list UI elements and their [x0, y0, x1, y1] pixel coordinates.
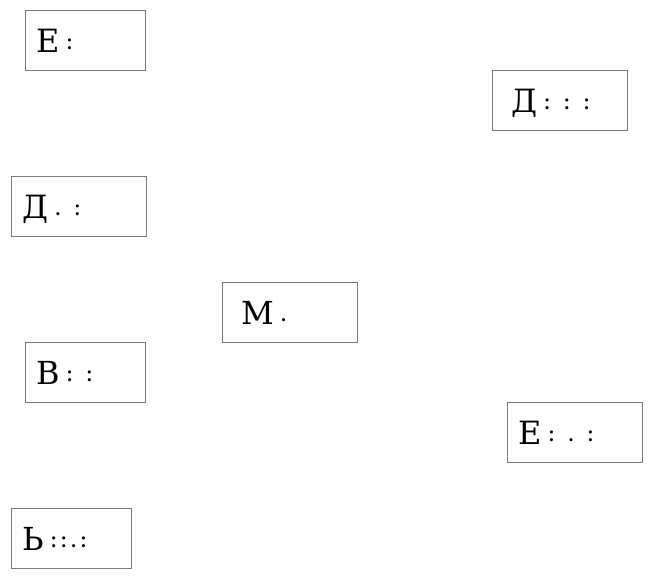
card-marks: . : [54, 192, 84, 221]
card-letter: В [36, 353, 60, 392]
text-card-1: Е : [25, 10, 146, 71]
card-letter: Ь [22, 519, 44, 558]
text-card-5: В : : [25, 342, 146, 403]
card-marks: : : [65, 358, 96, 387]
card-marks: . [279, 298, 290, 327]
card-letter: Д [22, 187, 49, 226]
text-card-4: М . [222, 282, 358, 343]
text-card-6: Е : . : [507, 402, 643, 463]
card-letter: М [241, 293, 274, 332]
card-letter: Е [518, 413, 542, 452]
card-marks: : [65, 26, 76, 55]
text-card-7: Ь ::.: [11, 508, 132, 569]
text-card-2: Д : : : [492, 70, 628, 131]
card-marks: : . : [547, 418, 597, 447]
card-letter: Е [36, 21, 60, 60]
card-marks: : : : [543, 86, 593, 115]
card-letter: Д [511, 81, 538, 120]
text-card-3: Д . : [11, 176, 147, 237]
card-marks: ::.: [49, 524, 90, 553]
